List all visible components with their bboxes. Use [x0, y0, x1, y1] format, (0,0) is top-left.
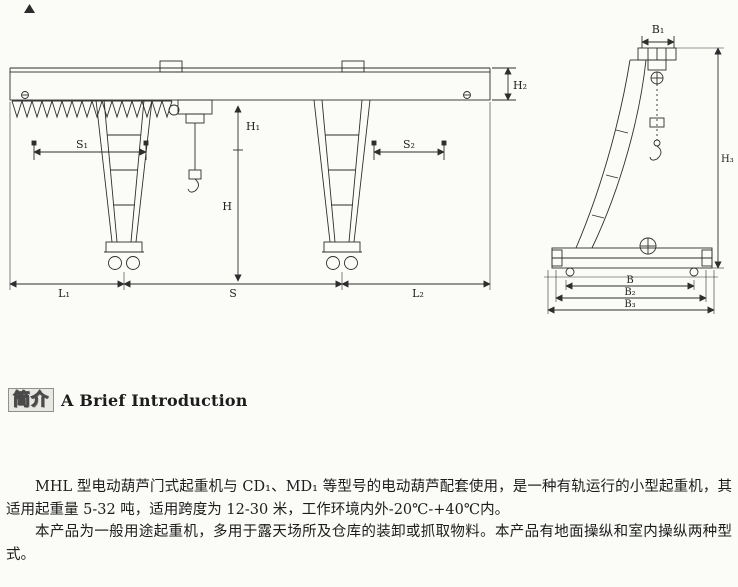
main-girder — [9, 60, 491, 101]
dim-label-h3: H₃ — [721, 154, 734, 165]
dim-label-s: S — [229, 287, 237, 300]
dimension-baseline — [9, 102, 491, 290]
front-view — [9, 60, 516, 290]
section-icon-jianjie: 简介 — [8, 388, 54, 413]
dimension-h — [233, 105, 243, 282]
dimension-s1 — [31, 140, 149, 160]
dim-label-b2: B₂ — [624, 287, 635, 298]
side-base-beam — [544, 237, 718, 278]
dim-label-s2: S₂ — [403, 138, 415, 151]
head-beam — [637, 47, 677, 61]
dimension-s2 — [371, 140, 447, 160]
dim-label-l1: L₁ — [58, 287, 70, 300]
side-hoist-and-hook — [647, 59, 667, 161]
right-leg — [313, 99, 371, 270]
left-leg — [95, 99, 153, 270]
scan-artifact — [24, 4, 35, 13]
intro-paragraph-2: 本产品为一般用途起重机，多用于露天场所及仓库的装卸或抓取物料。本产品有地面操纵和… — [6, 524, 732, 563]
dim-label-b3: B₃ — [624, 299, 635, 310]
section-title: A Brief Introduction — [61, 390, 248, 410]
dimension-b1 — [641, 36, 675, 48]
section-header: 简介 A Brief Introduction — [8, 388, 248, 413]
side-leg — [575, 59, 647, 249]
dimension-h2 — [492, 67, 516, 101]
festoon-cable — [11, 99, 173, 119]
technical-drawing: S₁ S₂ H₁ H H₂ L₁ S L₂ — [9, 23, 734, 314]
dimension-h3 — [676, 47, 724, 269]
electric-hoist — [168, 99, 213, 193]
intro-paragraph-1: MHL 型电动葫芦门式起重机与 CD₁、MD₁ 等型号的电动葫芦配套使用，是一种… — [6, 479, 732, 518]
dim-label-l2: L₂ — [412, 287, 424, 300]
side-bottom-dimensions — [547, 270, 715, 314]
dim-label-h2: H₂ — [513, 79, 527, 92]
dim-label-b: B — [626, 275, 633, 286]
side-view — [544, 36, 724, 314]
dim-label-h: H — [222, 200, 232, 213]
introduction-text: MHL 型电动葫芦门式起重机与 CD₁、MD₁ 等型号的电动葫芦配套使用，是一种… — [6, 476, 732, 566]
dim-label-s1: S₁ — [76, 138, 88, 151]
dim-label-h1: H₁ — [246, 120, 260, 133]
dim-label-b1: B₁ — [652, 23, 665, 36]
